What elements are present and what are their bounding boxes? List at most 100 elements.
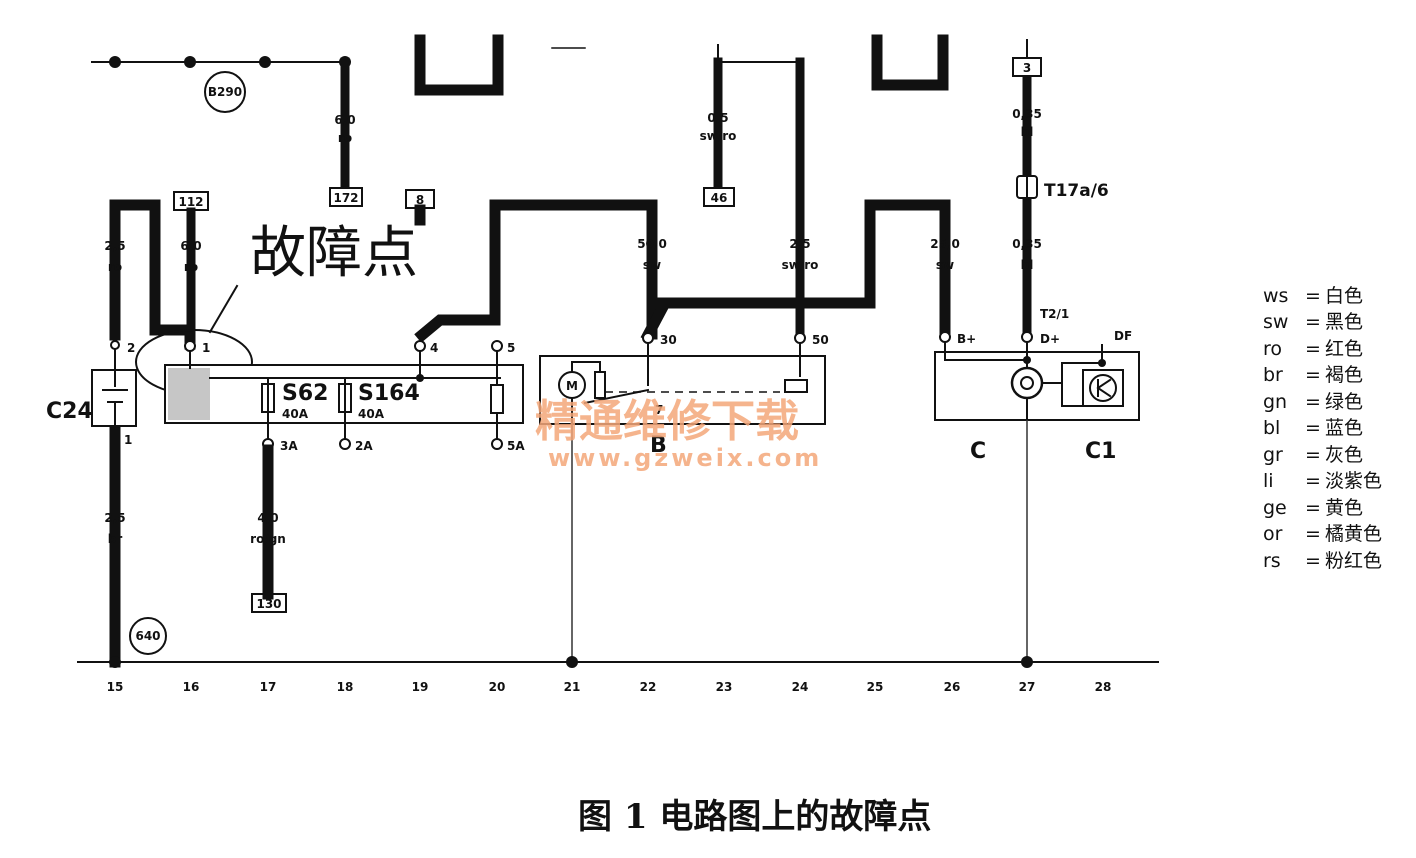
svg-text:ro: ro [184,260,198,274]
svg-text:li: li [1263,470,1274,492]
wire-spec-col27-top: 0,35 bl [1012,107,1042,139]
svg-text:2,5: 2,5 [104,511,125,525]
ref-box-172: 172 [329,187,363,207]
ref-box-8: 8 [405,189,435,209]
svg-text:2,5: 2,5 [789,237,810,251]
svg-text:5A: 5A [507,439,525,453]
svg-text:=: = [1305,338,1321,360]
upper-wiring [340,34,1032,237]
svg-text:淡紫色: 淡紫色 [1325,470,1382,492]
svg-text:=: = [1305,311,1321,333]
svg-text:rs: rs [1263,550,1281,572]
svg-text:C1: C1 [1085,439,1116,464]
ref-box-3: 3 [1012,57,1042,77]
svg-text:=: = [1305,364,1321,386]
svg-text:黄色: 黄色 [1325,497,1363,519]
svg-text:D+: D+ [1040,332,1060,346]
ground-bus [77,656,1159,668]
svg-text:白色: 白色 [1325,285,1363,307]
component-alternator-c: B+ T2/1 D+ DF C C1 [934,307,1140,464]
svg-text:19: 19 [412,680,429,694]
svg-text:30: 30 [660,333,677,347]
ground-point-b290: B290 [204,71,246,113]
fuse-box: 1 4 5 S62 40A S164 40A 3A 2A 5A [164,340,525,453]
svg-text:M: M [566,379,578,393]
wire-spec-col18: 6,0 ro [334,113,355,145]
fault-pointer-line [208,284,239,334]
svg-text:2: 2 [127,341,135,355]
svg-text:21: 21 [564,680,581,694]
svg-text:26: 26 [944,680,961,694]
wire-spec-col23: 0,5 sw/ro [700,111,737,143]
component-starter-b: 30 50 M 7 B [539,332,829,458]
svg-text:绿色: 绿色 [1325,391,1363,413]
svg-text:gn: gn [1263,391,1287,413]
wire-spec-col24: 2,5 sw/ro [782,237,819,272]
wire-spec-col22: 50,0 sw [637,237,667,272]
svg-text:0,35: 0,35 [1012,107,1042,121]
svg-text:C24: C24 [46,399,93,424]
svg-text:25,0: 25,0 [930,237,960,251]
svg-text:or: or [1263,523,1283,545]
svg-text:46: 46 [711,191,728,205]
svg-text:bl: bl [1021,125,1034,139]
legend-row: ro = 红色 [1263,338,1363,360]
svg-text:S164: S164 [358,381,420,406]
svg-text:2A: 2A [355,439,373,453]
svg-text:S62: S62 [282,381,328,406]
legend-row: or = 橘黄色 [1263,523,1382,545]
watermark: 精通维修下载 www.gzweix.com [535,396,819,472]
svg-text:25: 25 [867,680,884,694]
svg-text:=: = [1305,417,1321,439]
legend-row: rs = 粉红色 [1263,550,1382,572]
svg-text:28: 28 [1095,680,1112,694]
svg-text:br: br [108,532,123,546]
wire-spec-col27-bottom: 0,35 bl [1012,237,1042,272]
svg-text:B: B [650,433,667,458]
legend-row: gr = 灰色 [1263,444,1363,466]
top-bus [91,56,351,68]
svg-text:15: 15 [107,680,124,694]
ref-box-46: 46 [703,187,735,207]
legend-row: ge = 黄色 [1263,497,1363,519]
svg-text:=: = [1305,523,1321,545]
legend-row: ws = 白色 [1263,285,1363,307]
ref-box-130: 130 [251,593,287,613]
svg-text:24: 24 [792,680,809,694]
svg-text:ro: ro [108,260,122,274]
svg-text:B+: B+ [957,332,976,346]
svg-text:3A: 3A [280,439,298,453]
legend-row: li = 淡紫色 [1263,470,1382,492]
svg-text:bl: bl [1021,258,1034,272]
svg-text:=: = [1305,391,1321,413]
svg-text:6,0: 6,0 [334,113,355,127]
svg-text:=: = [1305,497,1321,519]
svg-text:橘黄色: 橘黄色 [1325,523,1382,545]
legend-row: gn = 绿色 [1263,391,1363,413]
svg-text:2,5: 2,5 [104,239,125,253]
svg-text:130: 130 [256,597,281,611]
figure-caption: 图 1 电路图上的故障点 [578,797,931,837]
fault-shaded-area [168,368,210,420]
svg-text:红色: 红色 [1325,338,1363,360]
svg-text:=: = [1305,285,1321,307]
svg-text:4,0: 4,0 [257,511,278,525]
svg-text:50: 50 [812,333,829,347]
wire-spec-col26: 25,0 sw [930,237,960,272]
svg-text:1: 1 [124,433,132,447]
svg-text:40A: 40A [358,407,385,421]
svg-text:C: C [970,439,986,464]
svg-text:50,0: 50,0 [637,237,667,251]
svg-text:灰色: 灰色 [1325,444,1363,466]
transistor-icon [1089,374,1117,402]
svg-text:=: = [1305,470,1321,492]
svg-text:sw: sw [643,258,661,272]
svg-text:br: br [1263,364,1283,386]
svg-text:T17a/6: T17a/6 [1044,181,1109,201]
svg-text:18: 18 [337,680,354,694]
svg-text:112: 112 [178,195,203,209]
svg-text:sw/ro: sw/ro [700,129,737,143]
wire-spec-col16: 6,0 ro [180,239,201,274]
svg-text:bl: bl [1263,417,1280,439]
svg-text:ro/gn: ro/gn [250,532,286,546]
